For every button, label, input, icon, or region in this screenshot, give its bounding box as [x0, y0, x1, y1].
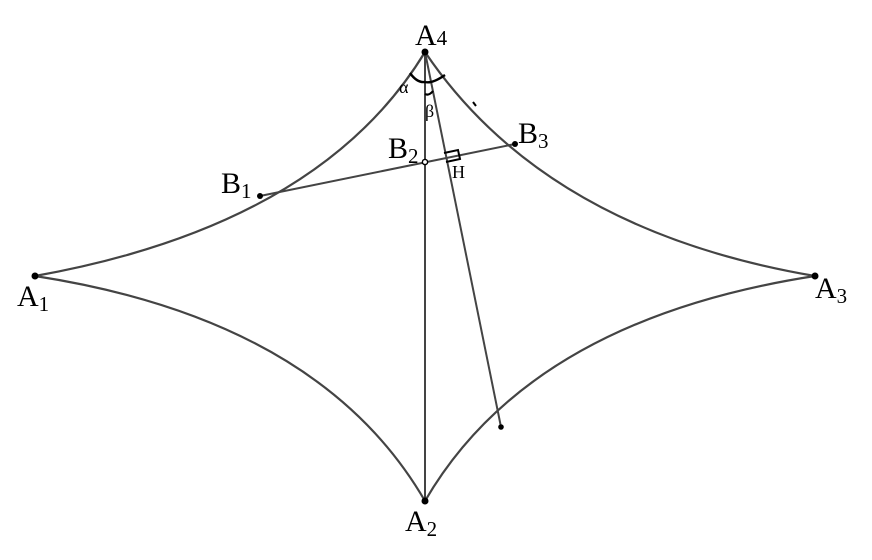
point-b2: [421, 158, 429, 166]
label-h: H: [452, 162, 465, 182]
angle-alpha-arc: [409, 72, 426, 84]
label-b3: B3: [518, 117, 549, 153]
segment-b1-b3: [259, 143, 516, 197]
point-a2: [421, 497, 429, 505]
label-a2: A2: [405, 505, 437, 541]
label-a4: A4: [415, 19, 448, 52]
angle-beta-inner-arc: [424, 90, 434, 96]
right-angle-marker: [443, 148, 462, 163]
label-a1: A1: [17, 280, 49, 316]
edge-a1-a4: [34, 51, 426, 278]
label-a3: A3: [815, 272, 847, 308]
edge-a2-a3: [424, 274, 816, 502]
label-beta: β: [425, 101, 434, 121]
segment-a4-perpendicular: [424, 51, 502, 428]
point-b1: [257, 193, 263, 199]
label-b2: B2: [388, 132, 419, 168]
edge-tick: [472, 101, 477, 107]
point-a1: [31, 272, 39, 280]
edge-a4-a3: [424, 51, 816, 278]
label-alpha: α: [399, 77, 409, 97]
point-a4: [421, 48, 429, 56]
point-b3: [512, 141, 518, 147]
label-b1: B1: [221, 167, 252, 203]
point-a3: [811, 272, 819, 280]
edge-a1-a2: [34, 274, 426, 502]
angle-beta-arc: [424, 74, 446, 84]
point-foot: [498, 424, 504, 430]
